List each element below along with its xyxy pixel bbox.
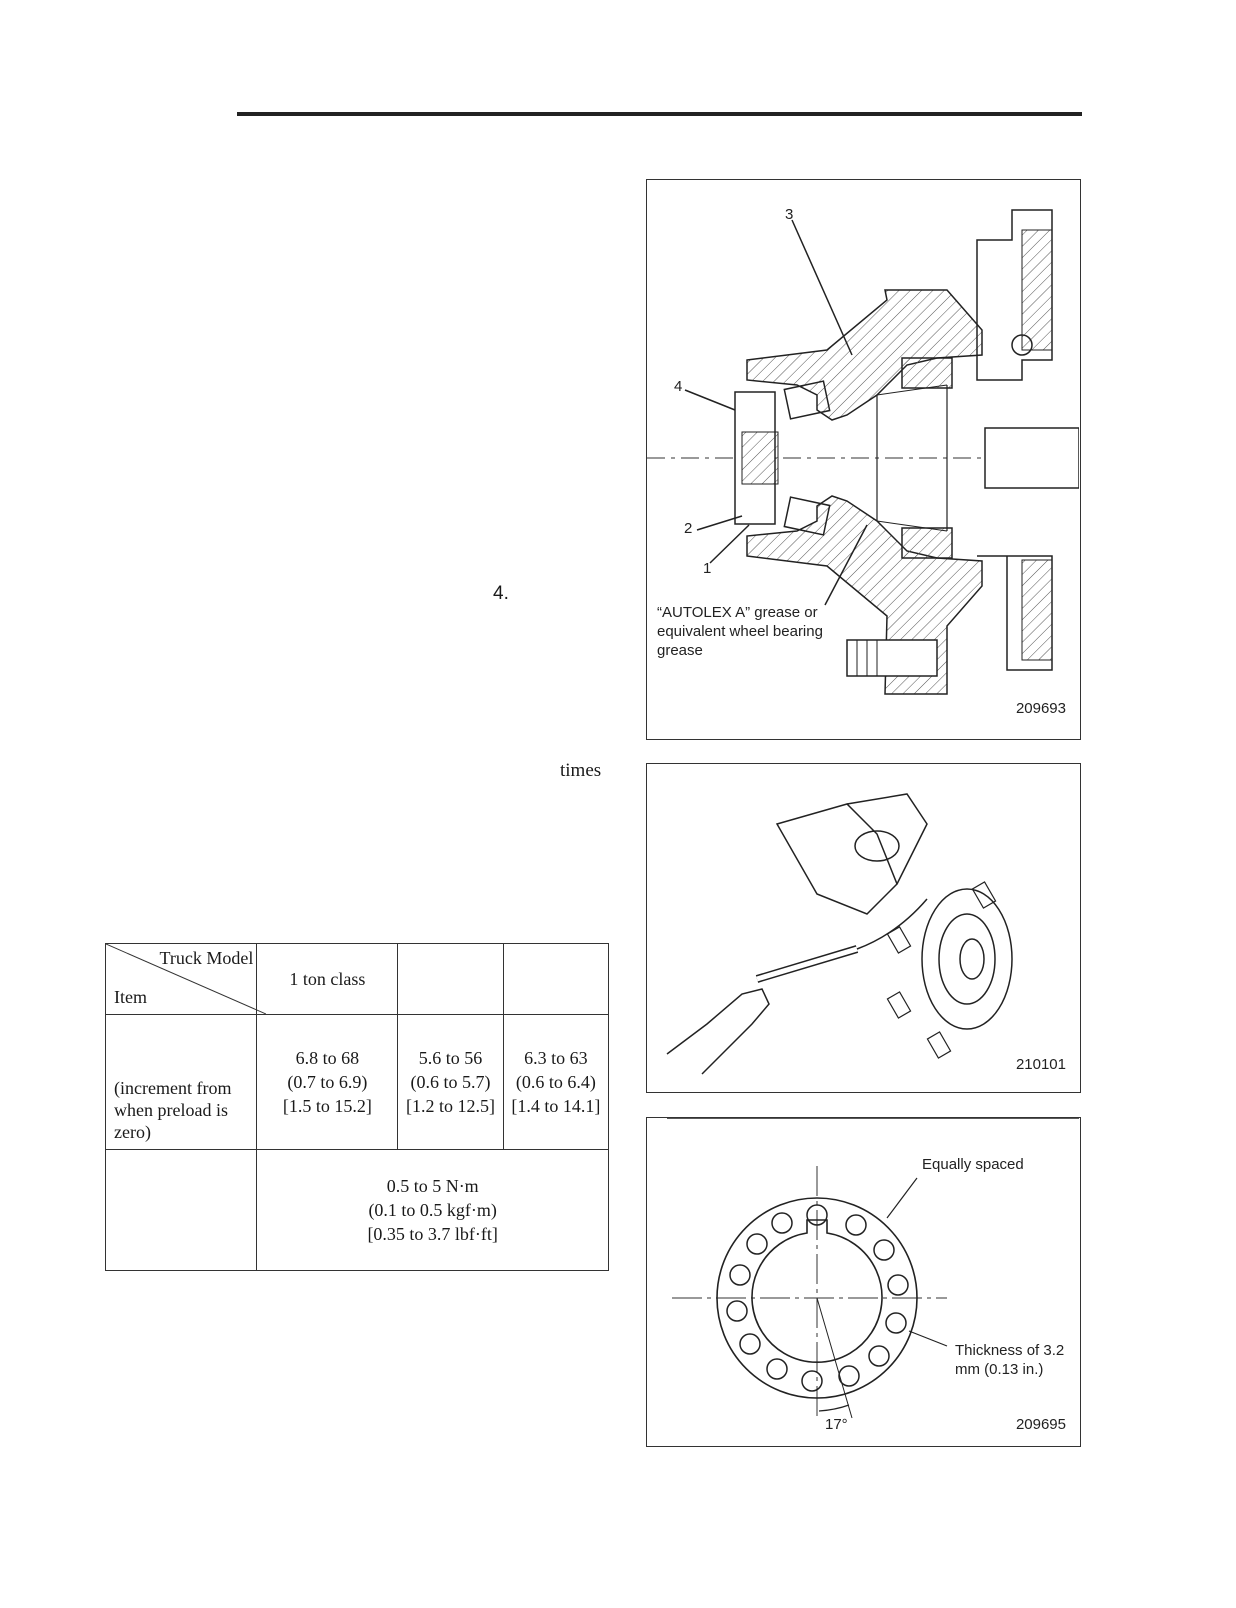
item-note: (increment from when preload is zero) [104, 1014, 258, 1150]
preload-spec-table: Truck Model Item 1 ton class (increment … [104, 943, 610, 1271]
header-diagonal-cell: Truck Model Item [104, 943, 266, 1015]
figure-number-210101: 210101 [1015, 1056, 1066, 1073]
value-all-models: 0.5 to 5 N·m (0.1 to 0.5 kgf·m) [0.35 to… [256, 1149, 609, 1271]
value-col3: 6.3 to 63 (0.6 to 6.4) [1.4 to 14.1] [502, 1014, 610, 1150]
figure-number-209693: 209693 [1015, 700, 1066, 717]
preload-measurement-drawing [666, 793, 1013, 1075]
hub-cross-section-drawing [647, 209, 1079, 695]
page-top-rule [237, 112, 1082, 116]
figure-preload-measurement: 210101 [646, 763, 1081, 1093]
step-number: 4. [493, 583, 509, 604]
lock-washer-drawing [667, 1118, 1079, 1419]
callout-1: 1 [703, 560, 712, 577]
column-header-3 [502, 943, 610, 1015]
value-1ton: 6.8 to 68 (0.7 to 6.9) [1.5 to 15.2] [256, 1014, 399, 1150]
value-kgfm: (0.6 to 6.4) [515, 1072, 596, 1092]
value-kgfm: (0.6 to 5.7) [410, 1072, 491, 1092]
label-angle: 17° [825, 1416, 848, 1433]
header-item: Item [114, 987, 147, 1007]
callout-4: 4 [674, 378, 683, 395]
table-row: 0.5 to 5 N·m (0.1 to 0.5 kgf·m) [0.35 to… [104, 1149, 609, 1271]
value-nm: 6.3 to 63 [524, 1048, 588, 1068]
value-lbfft: [1.2 to 12.5] [406, 1096, 495, 1116]
value-lbfft: [1.4 to 14.1] [511, 1096, 601, 1116]
item-row2 [104, 1149, 258, 1271]
figure-hub-cross-section: 3 4 2 1 “AUTOLEX A” grease or equivalent… [646, 179, 1081, 740]
column-header-2 [397, 943, 504, 1015]
callout-2: 2 [684, 520, 693, 537]
value-nm: 6.8 to 68 [295, 1048, 360, 1068]
callout-3: 3 [785, 206, 794, 223]
value-kgfm: (0.7 to 6.9) [287, 1072, 368, 1092]
table-header-row: Truck Model Item 1 ton class [104, 943, 610, 1015]
value-col2: 5.6 to 56 (0.6 to 5.7) [1.2 to 12.5] [397, 1014, 504, 1150]
figure-lock-washer: Equally spaced Thickness of 3.2 mm (0.13… [646, 1117, 1081, 1447]
value-nm: 5.6 to 56 [418, 1048, 483, 1068]
label-equally-spaced: Equally spaced [922, 1156, 1024, 1173]
value-kgfm: (0.1 to 0.5 kgf·m) [368, 1200, 497, 1220]
figure-number-209695: 209695 [1015, 1416, 1066, 1433]
column-header-1ton: 1 ton class [256, 943, 399, 1015]
label-thickness: Thickness of 3.2 mm (0.13 in.) [955, 1342, 1065, 1378]
value-lbfft: [0.35 to 3.7 lbf·ft] [367, 1224, 498, 1244]
text-fragment-times: times [560, 760, 602, 781]
grease-note: “AUTOLEX A” grease or equivalent wheel b… [657, 604, 823, 659]
header-truck-model: Truck Model [159, 948, 254, 968]
table-row: (increment from when preload is zero) 6.… [104, 1014, 610, 1150]
header-diagonal-line [106, 944, 266, 1014]
value-nm: 0.5 to 5 N·m [386, 1176, 479, 1196]
value-lbfft: [1.5 to 15.2] [282, 1096, 372, 1116]
